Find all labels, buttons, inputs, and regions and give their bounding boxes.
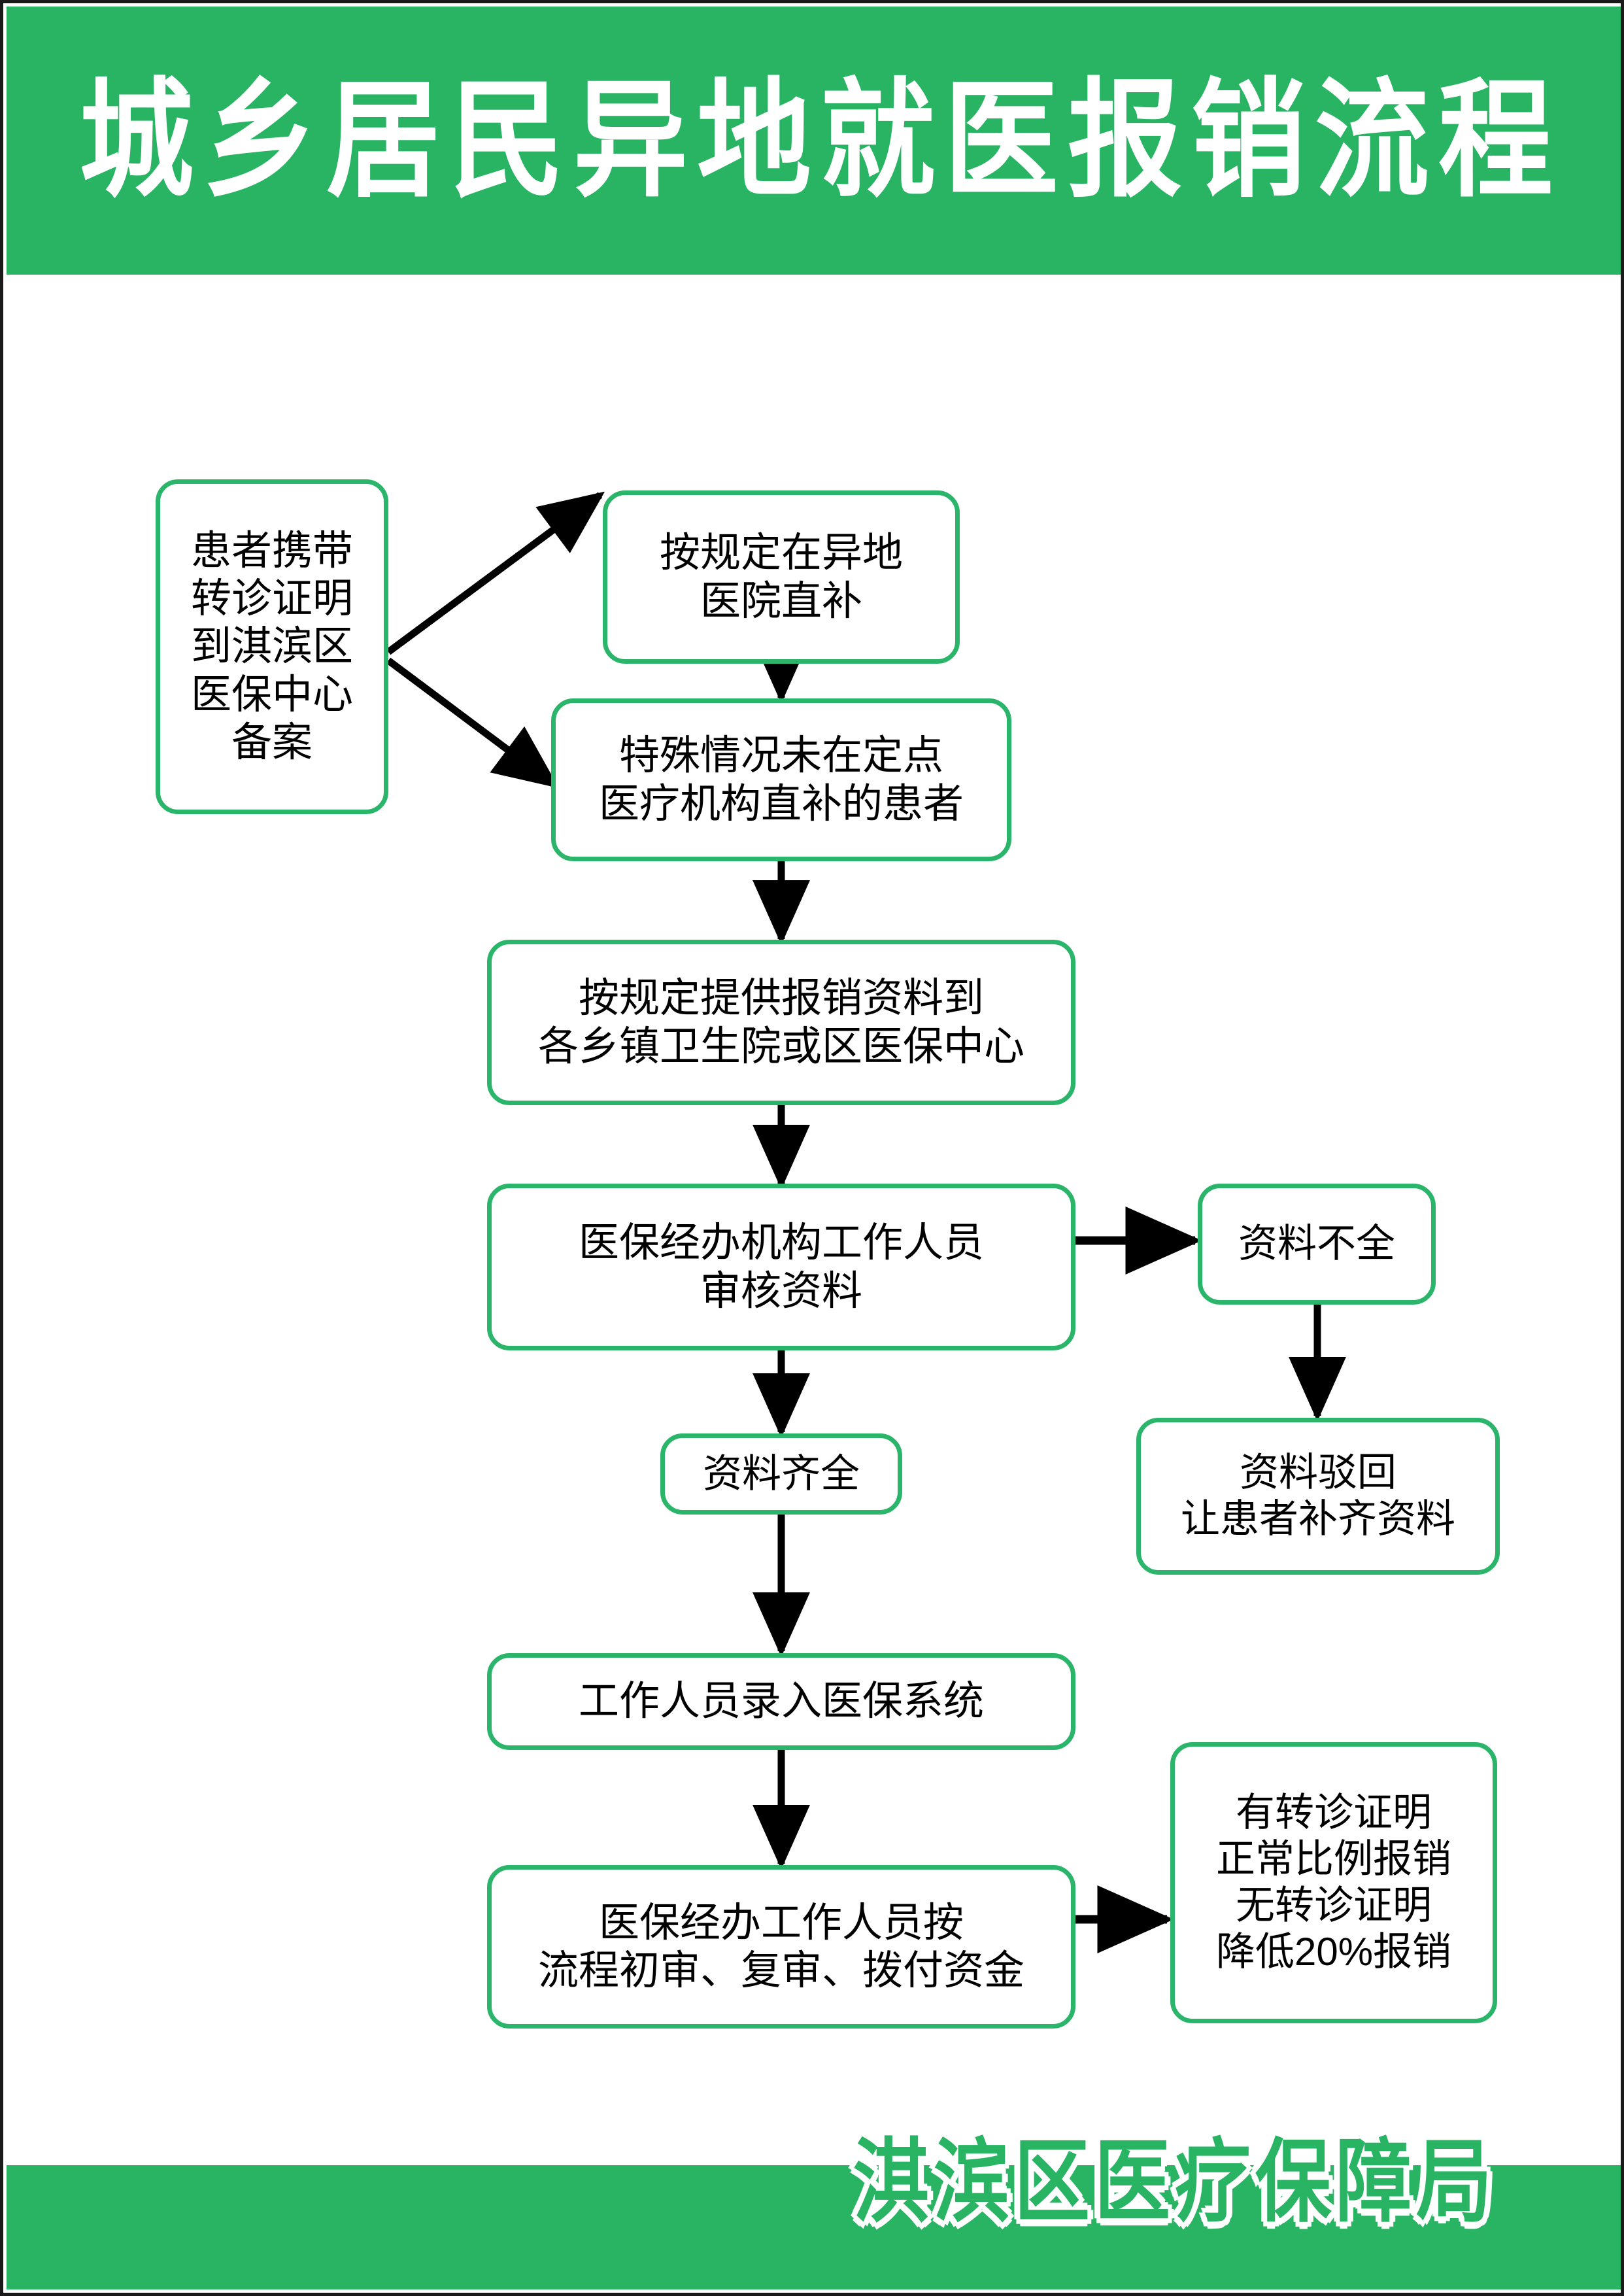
node-special-case-patient[interactable]: 特殊情况未在定点 医疗机构直补的患者: [551, 698, 1011, 861]
node-line: 医保中心: [190, 672, 353, 717]
node-line: 特殊情况未在定点: [618, 733, 943, 779]
node-line: 医疗机构直补的患者: [598, 781, 964, 827]
node-line: 工作人员录入医保系统: [578, 1679, 984, 1724]
footer-band: [7, 2165, 1621, 2289]
node-line: 按规定在异地: [659, 530, 903, 576]
node-line: 资料驳回: [1240, 1450, 1396, 1495]
node-line: 到淇滨区: [190, 624, 353, 670]
node-line: 正常比例报销: [1216, 1837, 1451, 1881]
node-materials-complete[interactable]: 资料齐全: [660, 1433, 902, 1515]
node-line: 医保经办工作人员按: [598, 1900, 964, 1945]
node-line: 各乡镇卫生院或区医保中心: [537, 1023, 1024, 1069]
node-line: 审核资料: [700, 1268, 862, 1314]
footer-agency-name: 淇滨区医疗保障局: [853, 2131, 1497, 2233]
edge-filing-to-special: [386, 657, 560, 789]
node-reimbursement-ratio[interactable]: 有转诊证明 正常比例报销 无转诊证明 降低20%报销: [1170, 1742, 1497, 2023]
node-line: 有转诊证明: [1236, 1791, 1432, 1835]
node-line: 转诊证明: [190, 576, 353, 622]
node-line: 让患者补齐资料: [1181, 1497, 1455, 1541]
node-line: 备案: [231, 719, 313, 765]
node-staff-review[interactable]: 医保经办机构工作人员 审核资料: [487, 1184, 1075, 1350]
node-submit-materials[interactable]: 按规定提供报销资料到 各乡镇卫生院或区医保中心: [487, 940, 1075, 1105]
header-band: 城乡居民异地就医报销流程: [7, 7, 1621, 275]
node-line: 医保经办机构工作人员: [578, 1220, 984, 1266]
node-line: 按规定提供报销资料到: [578, 976, 984, 1021]
node-materials-incomplete[interactable]: 资料不全: [1198, 1184, 1436, 1305]
node-line: 资料齐全: [703, 1451, 860, 1496]
node-line: 流程初审、复审、拨付资金: [537, 1948, 1024, 1993]
page-title: 城乡居民异地就医报销流程: [79, 69, 1562, 213]
edge-filing-to-direct: [386, 491, 605, 655]
node-line: 资料不全: [1238, 1222, 1395, 1266]
node-materials-rejected[interactable]: 资料驳回 让患者补齐资料: [1136, 1418, 1500, 1575]
node-line: 医院直补: [700, 578, 862, 624]
node-line: 患者携带: [190, 528, 353, 574]
node-line: 无转诊证明: [1236, 1883, 1432, 1927]
node-review-and-disburse[interactable]: 医保经办工作人员按 流程初审、复审、拨付资金: [487, 1865, 1075, 2029]
flowchart-canvas: 患者携带 转诊证明 到淇滨区 医保中心 备案 按规定在异地 医院直补 特殊情况未…: [7, 275, 1621, 2171]
node-enter-into-system[interactable]: 工作人员录入医保系统: [487, 1653, 1075, 1750]
node-patient-filing[interactable]: 患者携带 转诊证明 到淇滨区 医保中心 备案: [156, 479, 388, 814]
node-line: 降低20%报销: [1215, 1929, 1452, 1974]
node-direct-settlement[interactable]: 按规定在异地 医院直补: [603, 490, 960, 664]
